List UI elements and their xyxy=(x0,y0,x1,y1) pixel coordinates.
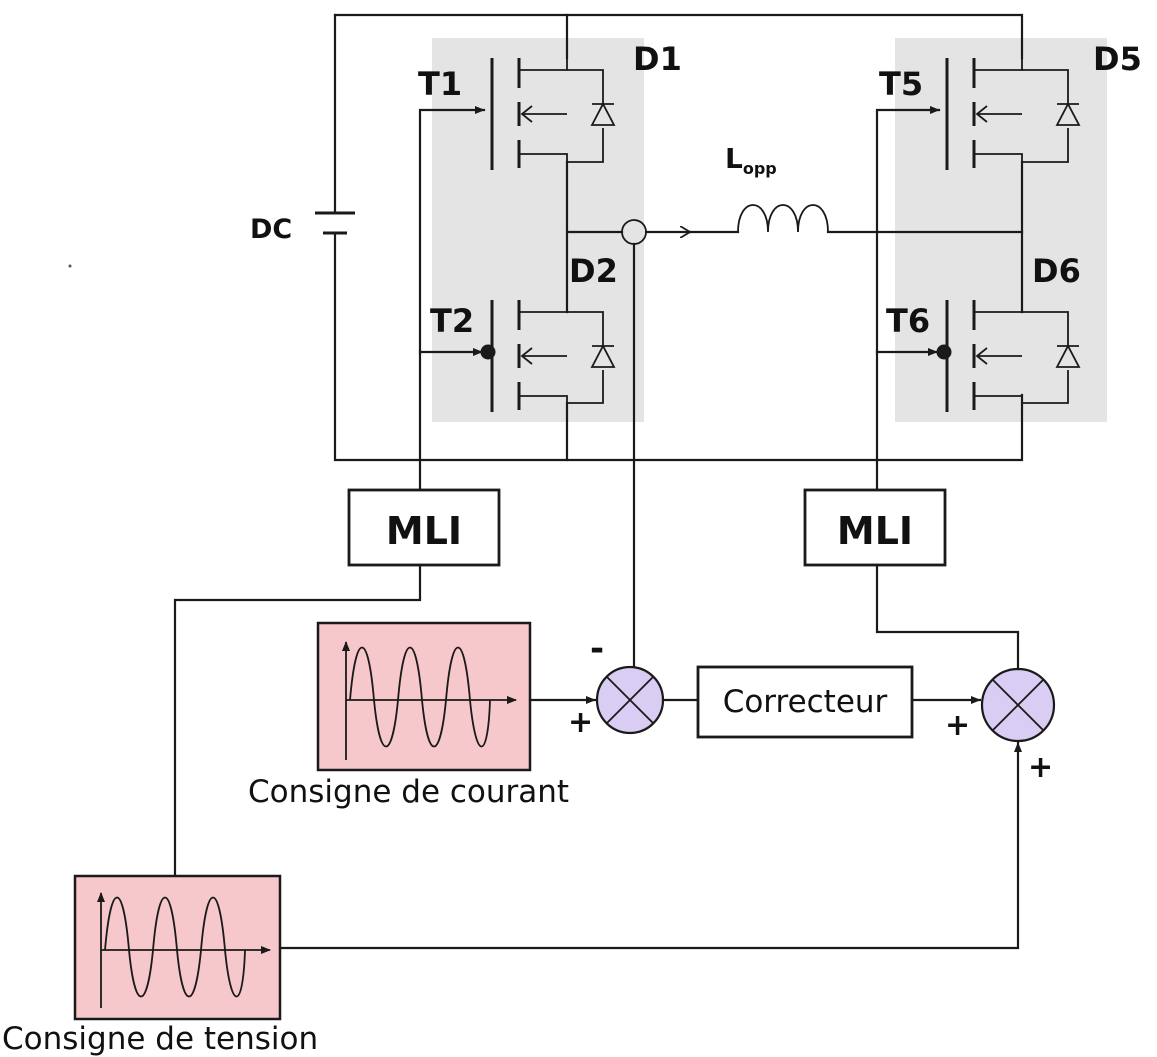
corrector-box xyxy=(696,665,914,739)
switch-t6 xyxy=(945,300,1081,412)
pwm-box-right xyxy=(803,488,947,567)
pwm-box-left xyxy=(347,488,501,567)
label-t2: T2 xyxy=(430,302,474,340)
voltage-reference-label: Consigne de tension xyxy=(2,1021,318,1057)
right-module-shade xyxy=(895,38,1107,422)
label-t1: T1 xyxy=(418,65,462,103)
label-t6: T6 xyxy=(886,302,930,340)
sum2-plus-left-sign: + xyxy=(945,708,970,743)
current-reference-waveform xyxy=(342,641,517,760)
label-t5: T5 xyxy=(879,65,923,103)
output-branch xyxy=(565,204,1024,245)
dc-source-symbol xyxy=(315,211,355,235)
pwm-right-label: MLI xyxy=(837,509,913,553)
voltage-to-pwm-left-line xyxy=(173,563,422,878)
switch-t1 xyxy=(490,58,616,170)
dc-bus-wires xyxy=(333,13,1024,462)
switch-t5 xyxy=(945,58,1081,170)
sum2-to-pwm-right-line xyxy=(875,563,1020,671)
inductor-label: Lopp xyxy=(725,142,777,178)
label-d6: D6 xyxy=(1032,252,1081,290)
label-d2: D2 xyxy=(569,252,618,290)
gate-lines-left xyxy=(418,106,496,492)
summing-junction-1 xyxy=(595,665,665,735)
gate-lines-right xyxy=(875,106,952,492)
sum2-plus-bottom-sign: + xyxy=(1028,750,1053,785)
summing-junction-2 xyxy=(980,667,1056,743)
sum1-minus-sign: - xyxy=(590,629,604,669)
label-d5: D5 xyxy=(1093,40,1142,78)
corrector-label: Correcteur xyxy=(723,684,888,720)
current-reference-box xyxy=(316,621,532,772)
dc-label: DC xyxy=(250,214,292,245)
current-reference-label: Consigne de courant xyxy=(248,774,569,810)
stray-mark xyxy=(68,264,72,268)
sum1-plus-sign: + xyxy=(568,705,593,740)
pwm-left-label: MLI xyxy=(386,509,462,553)
voltage-to-sum2-line xyxy=(278,741,1022,950)
label-d1: D1 xyxy=(633,40,682,78)
voltage-reference-waveform xyxy=(97,892,271,1008)
